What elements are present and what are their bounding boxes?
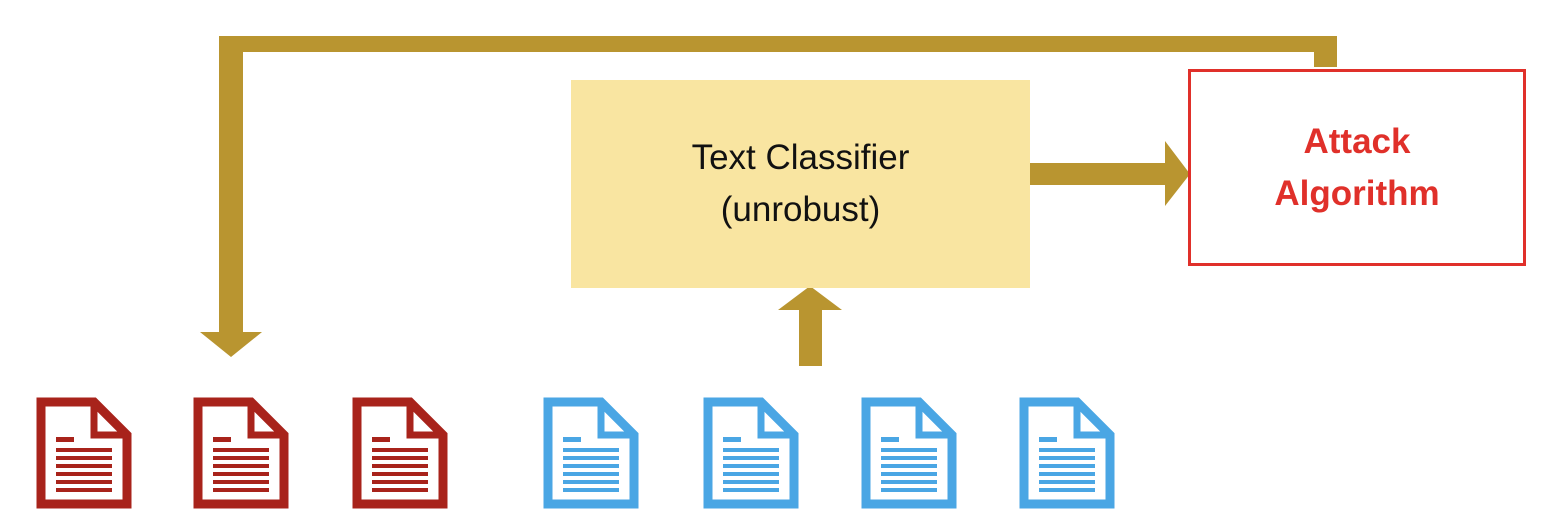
document-text-line [881, 456, 937, 460]
document-text-line [881, 464, 937, 468]
document-header-line [1039, 437, 1057, 442]
document-outline [1019, 397, 1115, 509]
document-outline [861, 397, 957, 509]
document-text-line [372, 448, 428, 452]
document-text-line [372, 480, 428, 484]
text-classifier-box: Text Classifier (unrobust) [571, 80, 1030, 288]
document-text-line [372, 472, 428, 476]
document-fold [915, 402, 952, 439]
document-header-line [372, 437, 390, 442]
classifier-title: Text Classifier [691, 138, 910, 177]
document-text-line [563, 488, 619, 492]
document-fold [597, 402, 634, 439]
document-text-line [723, 448, 779, 452]
document-text-line [1039, 480, 1095, 484]
document-outline [193, 397, 289, 509]
document-text-line [563, 448, 619, 452]
document-outline [352, 397, 448, 509]
document-text-line [56, 480, 112, 484]
document-text-line [881, 448, 937, 452]
original-document-icon [861, 397, 957, 509]
document-text-line [723, 480, 779, 484]
document-text-line [1039, 488, 1095, 492]
document-text-line [563, 464, 619, 468]
document-text-line [213, 480, 269, 484]
document-text-line [1039, 448, 1095, 452]
document-header-line [56, 437, 74, 442]
document-text-line [881, 488, 937, 492]
document-text-line [372, 456, 428, 460]
document-text-line [56, 488, 112, 492]
document-fold [1073, 402, 1110, 439]
document-text-line [56, 456, 112, 460]
document-text-line [213, 456, 269, 460]
document-text-line [56, 464, 112, 468]
document-text-line [723, 472, 779, 476]
original-document-icon [1019, 397, 1115, 509]
document-text-line [213, 448, 269, 452]
document-fold [90, 402, 127, 439]
document-outline [36, 397, 132, 509]
original-document-icon [543, 397, 639, 509]
document-text-line [372, 488, 428, 492]
document-header-line [881, 437, 899, 442]
document-text-line [213, 488, 269, 492]
document-text-line [563, 480, 619, 484]
attack-title-line2: Algorithm [1274, 173, 1440, 213]
document-fold [406, 402, 443, 439]
document-fold [247, 402, 284, 439]
classifier-subtitle: (unrobust) [720, 190, 881, 229]
document-text-line [1039, 472, 1095, 476]
attack-title-line1: Attack [1303, 121, 1411, 161]
document-text-line [881, 472, 937, 476]
document-text-line [372, 464, 428, 468]
document-text-line [881, 480, 937, 484]
document-text-line [213, 464, 269, 468]
document-header-line [213, 437, 231, 442]
document-text-line [563, 472, 619, 476]
document-text-line [56, 448, 112, 452]
document-text-line [723, 488, 779, 492]
document-text-line [213, 472, 269, 476]
document-outline [543, 397, 639, 509]
document-header-line [723, 437, 741, 442]
original-document-icon [703, 397, 799, 509]
document-text-line [56, 472, 112, 476]
document-header-line [563, 437, 581, 442]
adversarial-document-icon [352, 397, 448, 509]
document-text-line [563, 456, 619, 460]
document-fold [757, 402, 794, 439]
document-text-line [1039, 456, 1095, 460]
adversarial-document-icon [193, 397, 289, 509]
classifier-to-attack-arrow [1030, 141, 1190, 206]
attack-algorithm-box: Attack Algorithm [1188, 69, 1526, 266]
docs-to-classifier-arrow [778, 286, 842, 366]
adversarial-document-icon [36, 397, 132, 509]
document-text-line [723, 456, 779, 460]
document-text-line [723, 464, 779, 468]
document-text-line [1039, 464, 1095, 468]
document-outline [703, 397, 799, 509]
